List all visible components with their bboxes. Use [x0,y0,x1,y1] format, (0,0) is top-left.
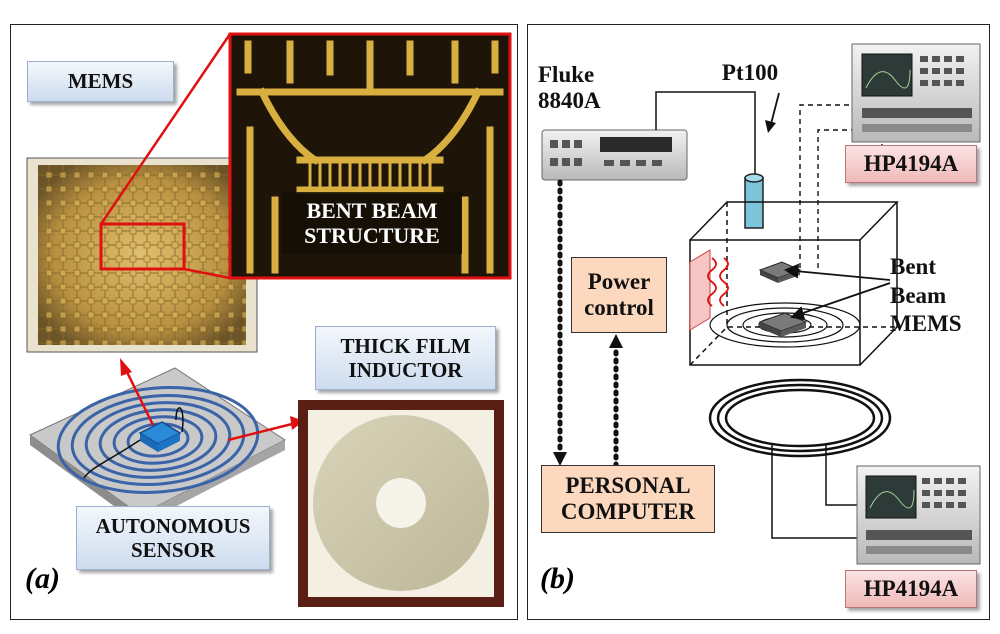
pt100-probe [744,173,764,229]
fluke-label: Fluke 8840A [538,61,601,113]
bent-beam-mems-label: Bent Beam MEMS [890,253,962,337]
fluke-to-pc-dotted-arrow [553,179,567,466]
mems-pointer-arrows [784,263,891,321]
bent-beam-zoom-photo [228,32,512,280]
power-control-box: Power control [571,257,667,333]
zoom-highlight-box [99,222,186,271]
pt100-arrow [765,92,780,133]
zoom-line-top [99,33,232,225]
arrow-sensor-to-inductor [227,416,304,442]
hp4194a-top-instrument [851,43,981,143]
coil-to-hp-bottom-wire-2 [825,445,857,506]
heater-element [689,249,729,331]
hp4194a-bottom-label: HP4194A [845,570,977,608]
coil-to-hp-bottom-wire-1 [771,445,857,539]
fluke-to-pt100-wire [655,91,756,178]
autonomous-sensor-drawing [29,367,286,525]
arrow-sensor-to-chip [120,358,155,426]
thick-film-inductor-label: THICK FILM INDUCTOR [315,326,496,390]
mems-chip-photo [26,157,258,353]
autonomous-sensor-label: AUTONOMOUS SENSOR [76,506,270,570]
hp-top-dashed-wire-1 [799,104,852,268]
pt100-label: Pt100 [721,59,779,85]
panel-a-tag: (a) [25,562,60,595]
thick-film-inductor-photo [298,400,504,607]
zoom-line-bottom [183,267,231,280]
fluke-multimeter [541,129,688,181]
hp4194a-bottom-instrument [856,465,981,565]
panel-b-tag: (b) [540,562,575,595]
bent-beam-structure-label: BENT BEAM STRUCTURE [282,192,462,254]
mems-label: MEMS [27,61,174,102]
oven-field-rings [709,302,861,348]
inductor-coil [708,378,892,458]
oven-box [689,201,899,366]
hp4194a-top-label: HP4194A [845,145,977,183]
personal-computer-box: PERSONAL COMPUTER [541,465,715,533]
pc-to-power-dotted-arrow [609,334,623,469]
